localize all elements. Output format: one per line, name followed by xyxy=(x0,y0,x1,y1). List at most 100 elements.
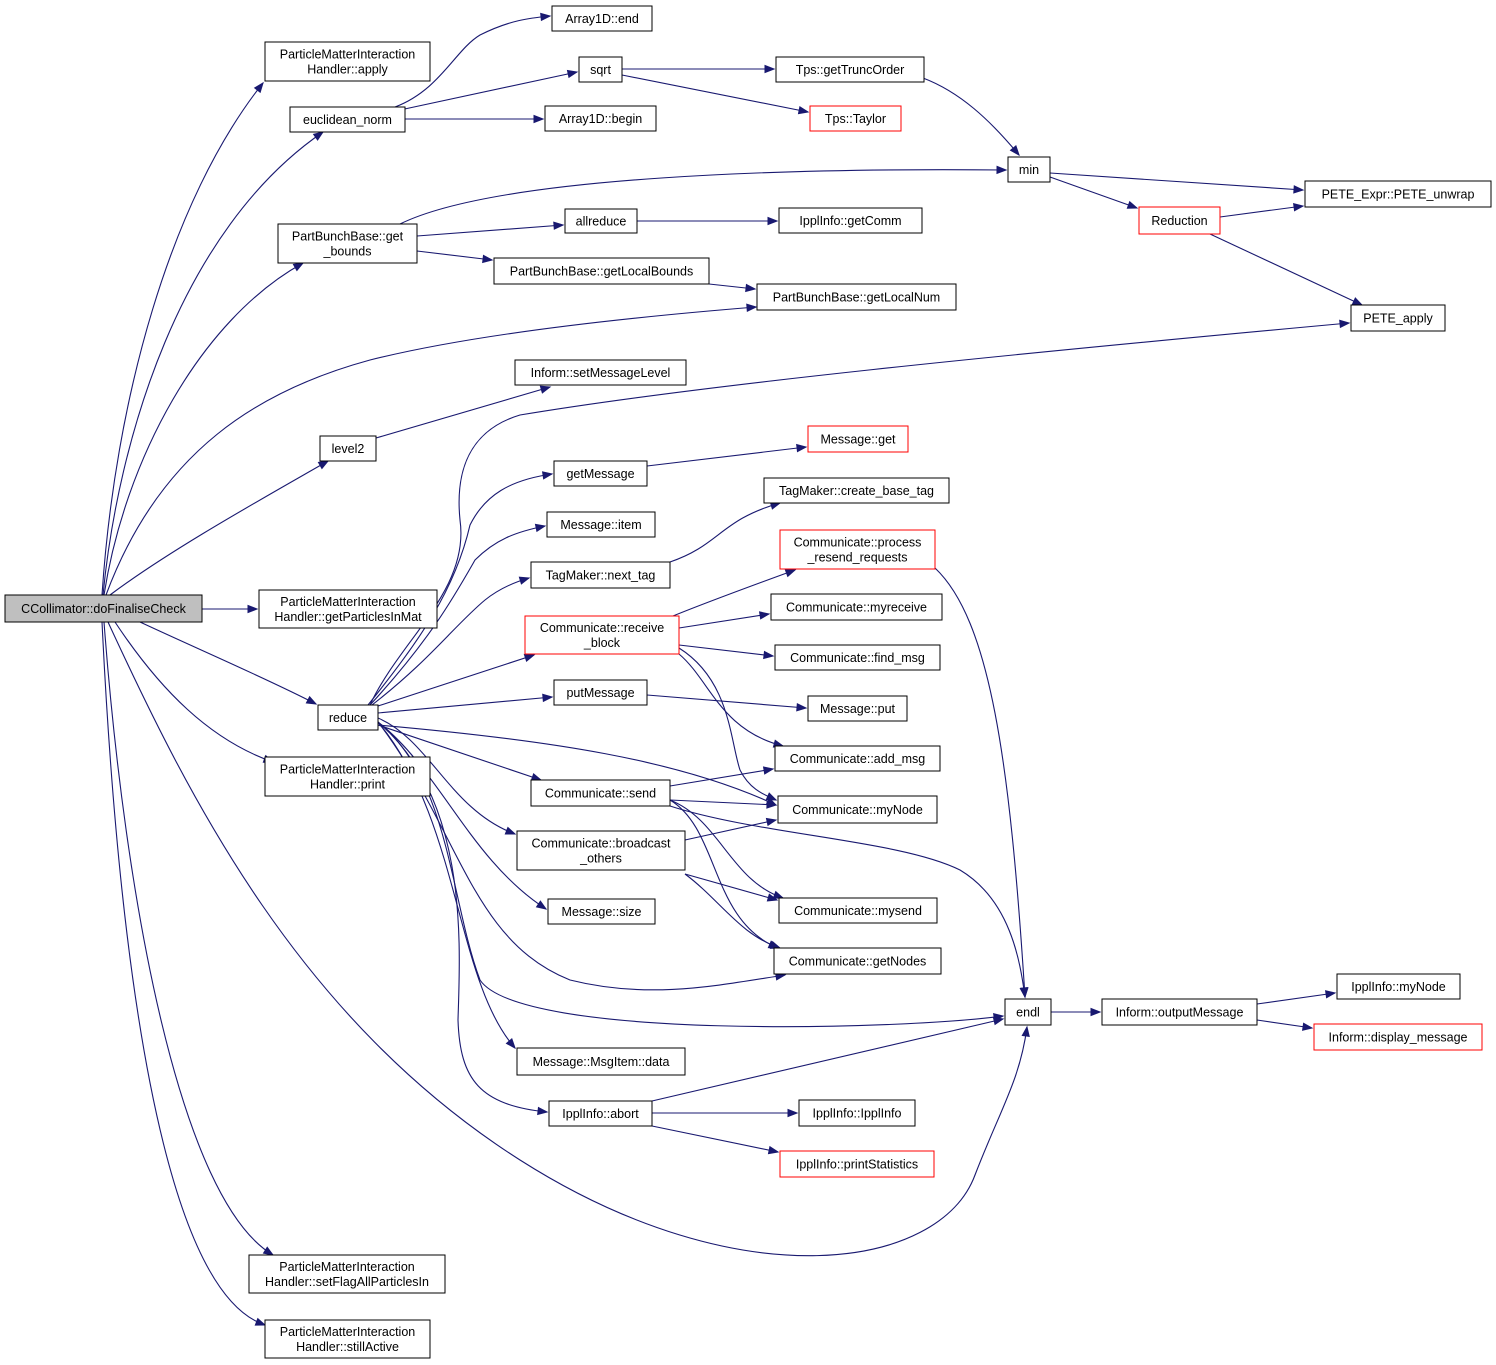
node-label: min xyxy=(1019,163,1039,177)
node-msg-put[interactable]: Message::put xyxy=(807,695,908,722)
node-label: ParticleMatterInteraction xyxy=(279,1260,415,1274)
node-getcomm[interactable]: IpplInfo::getComm xyxy=(778,207,923,234)
node-box xyxy=(774,745,941,772)
node-myreceive[interactable]: Communicate::myreceive xyxy=(770,593,943,621)
node-ippl-abort[interactable]: IpplInfo::abort xyxy=(548,1100,653,1127)
node-getnodes[interactable]: Communicate::getNodes xyxy=(773,947,942,975)
node-ippl-ctor[interactable]: IpplInfo::IpplInfo xyxy=(798,1099,916,1127)
node-mynode[interactable]: Communicate::myNode xyxy=(777,795,938,824)
node-endl[interactable]: endl xyxy=(1004,998,1052,1026)
node-box xyxy=(317,704,379,731)
arrowhead xyxy=(537,1106,549,1116)
node-pmi-getparticles[interactable]: ParticleMatterInteractionHandler::getPar… xyxy=(258,589,438,629)
node-msgitem-data[interactable]: Message::MsgItem::data xyxy=(516,1047,686,1076)
node-getmessage[interactable]: getMessage xyxy=(553,460,648,487)
edge-root-to-reduce xyxy=(139,621,318,705)
arrowhead xyxy=(767,216,779,226)
node-comm-send[interactable]: Communicate::send xyxy=(530,779,671,807)
node-create-base-tag[interactable]: TagMaker::create_base_tag xyxy=(763,477,950,504)
edge-min-to-reduction xyxy=(1049,176,1139,209)
arrowhead xyxy=(745,283,757,293)
node-pete-unwrap[interactable]: PETE_Expr::PETE_unwrap xyxy=(1304,180,1492,208)
node-level2[interactable]: level2 xyxy=(319,435,377,462)
node-display-message[interactable]: Inform::display_message xyxy=(1313,1023,1483,1051)
node-label: Communicate::process xyxy=(794,536,922,550)
edge-line xyxy=(684,873,778,901)
arrowhead xyxy=(996,165,1008,175)
node-mysend[interactable]: Communicate::mysend xyxy=(778,897,938,924)
edge-line xyxy=(377,721,548,1113)
edge-reduction-to-pete_unwrap xyxy=(1219,203,1305,218)
node-putmessage[interactable]: putMessage xyxy=(553,679,648,706)
node-allreduce[interactable]: allreduce xyxy=(564,208,638,234)
edge-reduce-to-broadcast xyxy=(377,717,517,835)
node-localnum[interactable]: PartBunchBase::getLocalNum xyxy=(756,283,957,311)
node-euclid[interactable]: euclidean_norm xyxy=(289,106,406,133)
node-msg-get[interactable]: Message::get xyxy=(807,425,909,453)
arrowhead xyxy=(1021,1025,1030,1037)
node-find-msg[interactable]: Communicate::find_msg xyxy=(774,644,941,671)
node-label: IpplInfo::abort xyxy=(562,1107,639,1121)
node-label: _block xyxy=(583,636,621,650)
arrowhead xyxy=(746,303,758,312)
node-pmi-stillactive[interactable]: ParticleMatterInteractionHandler::stillA… xyxy=(264,1319,431,1359)
edge-comm_send-to-add_msg xyxy=(669,766,775,787)
edge-root-to-level2 xyxy=(109,460,330,596)
node-reduction[interactable]: Reduction xyxy=(1138,206,1221,235)
node-localbounds[interactable]: PartBunchBase::getLocalBounds xyxy=(493,257,710,285)
edge-broadcast-to-mynode xyxy=(684,817,778,841)
edge-line xyxy=(621,74,809,113)
node-pete-apply[interactable]: PETE_apply xyxy=(1350,304,1446,332)
node-a1d-end[interactable]: Array1D::end xyxy=(551,5,653,32)
node-box xyxy=(779,1150,935,1178)
node-reduce[interactable]: reduce xyxy=(317,704,379,731)
node-label: Array1D::begin xyxy=(559,112,642,126)
node-min[interactable]: min xyxy=(1007,156,1051,183)
node-label: Communicate::add_msg xyxy=(790,752,926,766)
edge-reduce-to-ippl_abort xyxy=(377,721,549,1116)
node-add-msg[interactable]: Communicate::add_msg xyxy=(774,745,941,772)
arrowhead xyxy=(762,766,775,775)
edge-line xyxy=(1209,233,1363,306)
node-broadcast[interactable]: Communicate::broadcast_others xyxy=(516,830,686,871)
node-get-bounds[interactable]: PartBunchBase::get_bounds xyxy=(277,223,418,264)
node-process-resend[interactable]: Communicate::process_resend_requests xyxy=(779,529,936,570)
node-box xyxy=(258,589,438,629)
node-msg-item[interactable]: Message::item xyxy=(546,511,656,538)
node-sqrt[interactable]: sqrt xyxy=(578,56,623,83)
node-label: PETE_apply xyxy=(1363,312,1433,326)
node-tps-trunc[interactable]: Tps::getTruncOrder xyxy=(775,56,925,83)
node-label: getMessage xyxy=(566,467,634,481)
node-outputmessage[interactable]: Inform::outputMessage xyxy=(1101,998,1258,1026)
node-msg-size[interactable]: Message::size xyxy=(547,898,656,925)
node-box xyxy=(777,795,938,824)
node-printstats[interactable]: IpplInfo::printStatistics xyxy=(779,1150,935,1178)
arrowhead xyxy=(992,1017,1005,1026)
node-a1d-begin[interactable]: Array1D::begin xyxy=(544,105,657,132)
node-label: Handler::apply xyxy=(307,63,388,77)
node-label: Communicate::find_msg xyxy=(790,651,925,665)
node-receive-block[interactable]: Communicate::receive_block xyxy=(524,615,680,655)
edge-line xyxy=(416,250,493,261)
node-pmi-setflag[interactable]: ParticleMatterInteractionHandler::setFla… xyxy=(248,1254,446,1294)
node-label: Communicate::myreceive xyxy=(786,601,927,615)
node-ippl-mynode[interactable]: IpplInfo::myNode xyxy=(1336,973,1461,1000)
node-box xyxy=(548,1100,653,1127)
node-label: TagMaker::next_tag xyxy=(546,569,656,583)
node-box xyxy=(809,105,902,132)
node-root[interactable]: CCollimator::doFinaliseCheck xyxy=(4,594,203,623)
node-setmsglevel[interactable]: Inform::setMessageLevel xyxy=(514,359,687,386)
node-tps-taylor[interactable]: Tps::Taylor xyxy=(809,105,902,132)
edge-line xyxy=(367,473,553,706)
edge-line xyxy=(678,613,770,629)
arrowhead xyxy=(518,576,531,585)
node-next-tag[interactable]: TagMaker::next_tag xyxy=(530,561,671,589)
edge-line xyxy=(684,873,781,949)
arrowhead xyxy=(253,81,264,94)
arrowhead xyxy=(317,460,330,470)
edge-broadcast-to-getnodes xyxy=(684,873,782,949)
arrowhead xyxy=(305,695,318,705)
edge-root-to-pmi_getparticles xyxy=(202,604,259,614)
